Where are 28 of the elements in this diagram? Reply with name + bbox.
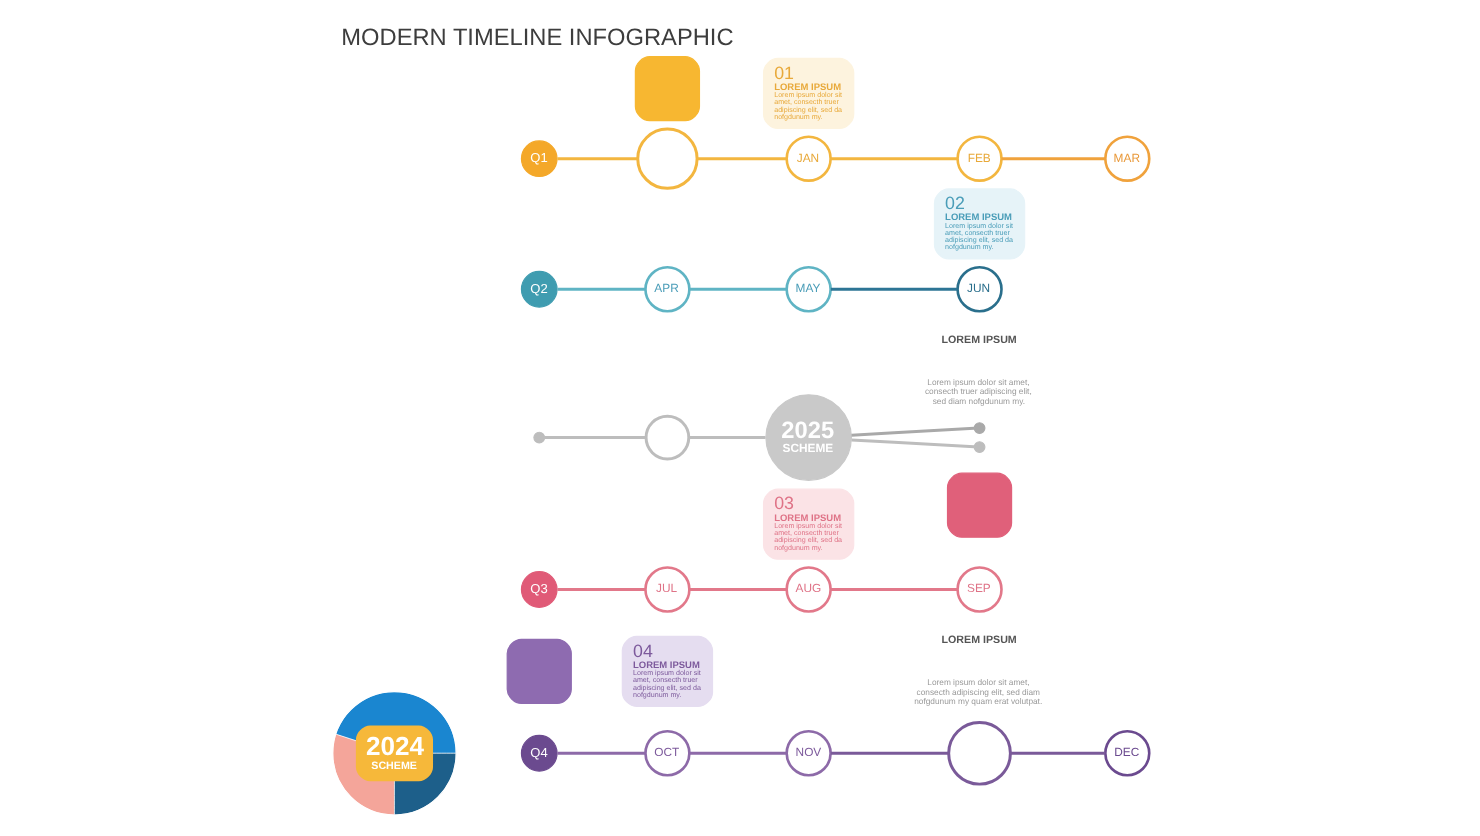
connector: [829, 287, 957, 291]
connector: [688, 588, 786, 591]
connector: [688, 287, 786, 291]
node-circle: [643, 414, 690, 461]
node-box: [633, 56, 700, 122]
node-box: [505, 638, 571, 704]
connector: [556, 751, 645, 755]
connector: [556, 157, 637, 161]
connector: [543, 436, 645, 440]
node-circle: [532, 431, 545, 444]
connector: [1000, 157, 1105, 161]
connector: [556, 287, 645, 291]
connector: [829, 588, 957, 591]
connector: [556, 588, 645, 591]
node-circle: [972, 422, 985, 435]
diagram-title: MODERN TIMELINE INFOGRAPHIC: [340, 22, 733, 51]
connector: [1009, 751, 1105, 755]
connector: [829, 751, 948, 755]
connector: [850, 438, 974, 449]
node-box: [945, 472, 1012, 538]
connector: [829, 157, 957, 161]
connector: [687, 436, 765, 440]
connector: [696, 157, 786, 161]
node-circle: [972, 441, 985, 453]
connector: [688, 751, 786, 755]
node-circle: [635, 127, 698, 190]
node-circle: [946, 720, 1011, 786]
connector: [850, 426, 974, 437]
